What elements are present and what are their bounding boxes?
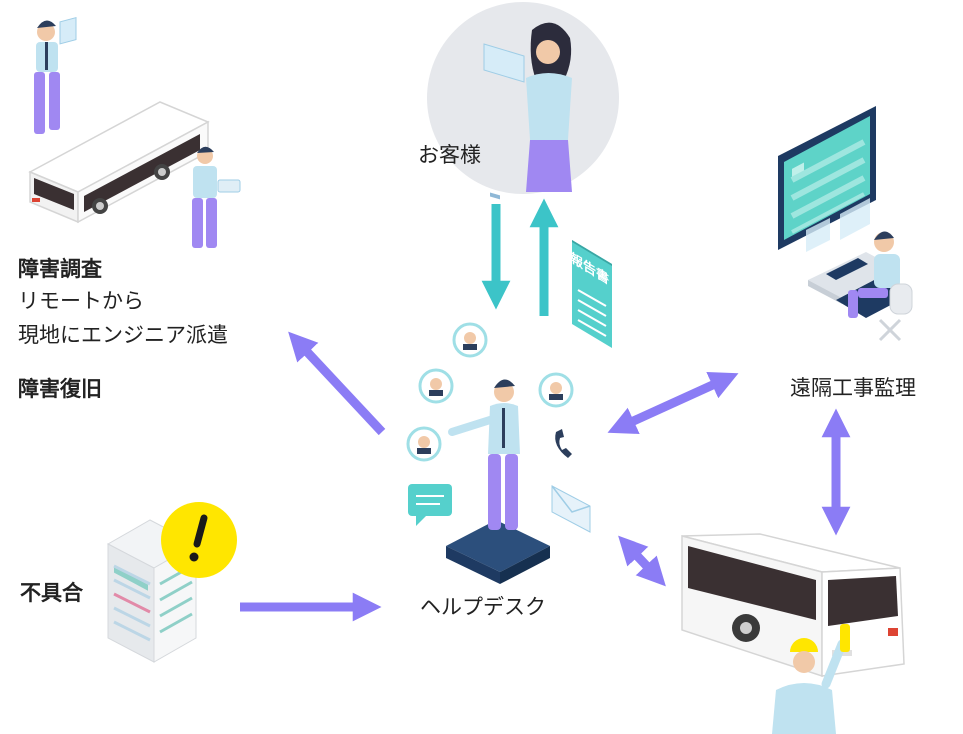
arrow-helpdesk-bus [618,535,666,587]
remote-monitoring-illustration [778,106,913,342]
recovery-label: 障害復旧 [18,377,102,401]
tablet-icon [483,43,525,200]
field-bus-illustration [28,17,241,248]
warning-icon [161,502,237,578]
arrow-helpdesk-monitoring [607,372,739,434]
phone-icon [555,429,572,458]
arrow-helpdesk-to-investigation [288,331,386,436]
helpdesk-label: ヘルプデスク [420,595,546,619]
remote-monitoring-label: 遠隔工事監理 [790,376,916,400]
chat-bubble-icon [406,426,442,462]
helpdesk-operator-illustration [406,322,591,584]
chat-bubble-icon [538,372,574,408]
investigation-line-2: 現地にエンジニア派遣 [18,323,228,347]
chat-bubble-icon [452,322,488,358]
chat-bubble-icon [418,368,454,404]
investigation-line-1: リモートから [18,289,144,313]
message-icon [408,484,452,526]
fault-label: 不具合 [20,581,83,605]
document-icon [572,240,612,348]
investigation-title: 障害調査 [18,257,102,281]
mail-icon [551,485,591,533]
onsite-bus-illustration [681,533,905,734]
customer-label: お客様 [418,143,481,167]
customer-illustration [427,2,619,200]
